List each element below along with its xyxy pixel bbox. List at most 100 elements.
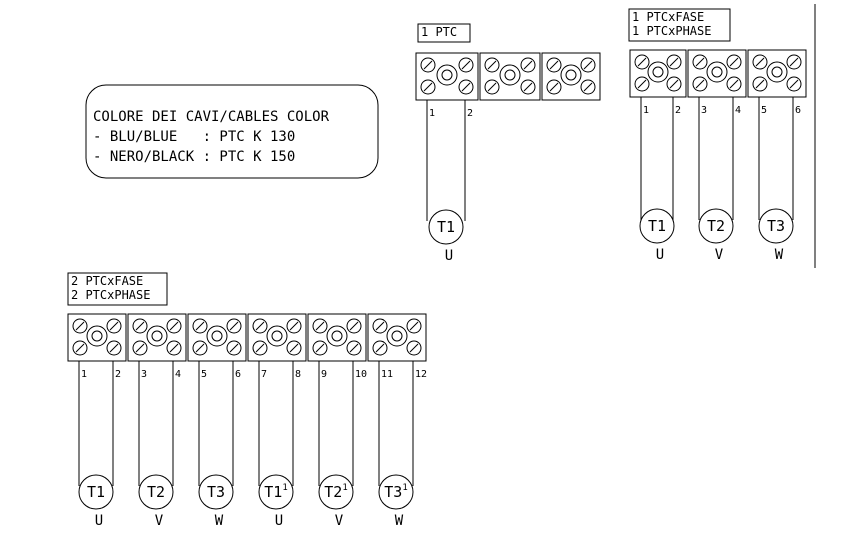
phase-label: W bbox=[775, 247, 784, 263]
sensor-name: T3 bbox=[767, 217, 785, 235]
screw-slot bbox=[349, 321, 359, 331]
screw-icon bbox=[458, 57, 474, 73]
screw-icon bbox=[252, 318, 268, 334]
screw-slot bbox=[75, 343, 85, 353]
screw-slot bbox=[789, 57, 799, 67]
terminal-number: 6 bbox=[795, 105, 801, 116]
sensor-label: T21 bbox=[324, 483, 347, 501]
screw-icon bbox=[726, 54, 742, 70]
sensor-superscript: 1 bbox=[282, 483, 287, 493]
ptc-sensor-icon bbox=[138, 474, 174, 510]
screw-icon bbox=[520, 79, 536, 95]
label-frame bbox=[628, 8, 731, 42]
screw-icon bbox=[786, 76, 802, 92]
terminal-block-frame bbox=[367, 313, 427, 362]
sensor-name: T3 bbox=[207, 483, 225, 501]
screw-icon bbox=[372, 340, 388, 356]
grommet-outer bbox=[560, 64, 582, 86]
terminal-number: 3 bbox=[701, 105, 707, 116]
screw-icon bbox=[132, 340, 148, 356]
label-frame bbox=[417, 23, 471, 43]
terminal-block-frame bbox=[541, 52, 601, 101]
screw-icon bbox=[226, 340, 242, 356]
screw-slot bbox=[109, 343, 119, 353]
screw-icon bbox=[346, 340, 362, 356]
ptc-sensor-icon bbox=[639, 208, 675, 244]
legend-line-blue: - BLU/BLUE : PTC K 130 bbox=[93, 129, 295, 145]
legend-frame bbox=[85, 84, 379, 179]
terminal-block-frame bbox=[247, 313, 307, 362]
screw-icon bbox=[106, 340, 122, 356]
screw-icon bbox=[666, 76, 682, 92]
screw-slot bbox=[75, 321, 85, 331]
grommet-inner bbox=[565, 69, 577, 81]
grommet-outer bbox=[146, 325, 168, 347]
terminal-number: 7 bbox=[261, 369, 267, 380]
screw-slot bbox=[195, 321, 205, 331]
screw-icon bbox=[692, 76, 708, 92]
grommet-outer bbox=[706, 61, 728, 83]
screw-slot bbox=[409, 343, 419, 353]
grommet-outer bbox=[766, 61, 788, 83]
grommet-inner bbox=[441, 69, 453, 81]
screw-slot bbox=[315, 321, 325, 331]
sensor-label: T3 bbox=[207, 483, 225, 501]
grommet-outer bbox=[206, 325, 228, 347]
screw-icon bbox=[666, 54, 682, 70]
screw-icon bbox=[166, 340, 182, 356]
screw-icon bbox=[346, 318, 362, 334]
phase-label: V bbox=[715, 247, 724, 263]
screw-icon bbox=[132, 318, 148, 334]
screw-slot bbox=[289, 321, 299, 331]
terminal-number: 2 bbox=[675, 105, 681, 116]
terminal-number: 9 bbox=[321, 369, 327, 380]
sensor-name: T2 bbox=[707, 217, 725, 235]
screw-icon bbox=[546, 79, 562, 95]
screw-icon bbox=[406, 340, 422, 356]
screw-slot bbox=[109, 321, 119, 331]
screw-slot bbox=[487, 82, 497, 92]
grommet-inner bbox=[711, 66, 723, 78]
screw-icon bbox=[752, 54, 768, 70]
screw-slot bbox=[487, 60, 497, 70]
sensor-label: T1 bbox=[87, 483, 105, 501]
terminal-block-frame bbox=[67, 313, 127, 362]
grommet-inner bbox=[391, 330, 403, 342]
phase-label: U bbox=[95, 513, 103, 529]
screw-slot bbox=[423, 82, 433, 92]
terminal-block-frame bbox=[415, 52, 479, 101]
sensor-name: T1 bbox=[648, 217, 666, 235]
label-frame bbox=[67, 272, 168, 306]
terminal-block-frame bbox=[187, 313, 247, 362]
screw-slot bbox=[375, 321, 385, 331]
screw-icon bbox=[72, 340, 88, 356]
screw-icon bbox=[192, 318, 208, 334]
screw-slot bbox=[229, 321, 239, 331]
screw-icon bbox=[580, 79, 596, 95]
screw-slot bbox=[289, 343, 299, 353]
sensor-name: T3 bbox=[384, 483, 402, 501]
phase-label: U bbox=[275, 513, 283, 529]
grommet-inner bbox=[211, 330, 223, 342]
sensor-name: T1 bbox=[87, 483, 105, 501]
screw-icon bbox=[692, 54, 708, 70]
grommet-outer bbox=[647, 61, 669, 83]
ptc-sensor-icon bbox=[378, 474, 414, 510]
legend-title: COLORE DEI CAVI/CABLES COLOR bbox=[93, 109, 330, 125]
screw-slot bbox=[195, 343, 205, 353]
terminal-number: 5 bbox=[201, 369, 207, 380]
ptc-sensor-icon bbox=[258, 474, 294, 510]
label-line: 1 PTC bbox=[421, 25, 457, 39]
screw-slot bbox=[789, 79, 799, 89]
screw-slot bbox=[695, 79, 705, 89]
terminal-number: 6 bbox=[235, 369, 241, 380]
screw-slot bbox=[349, 343, 359, 353]
grommet-outer bbox=[436, 64, 458, 86]
terminal-block bbox=[541, 52, 601, 101]
